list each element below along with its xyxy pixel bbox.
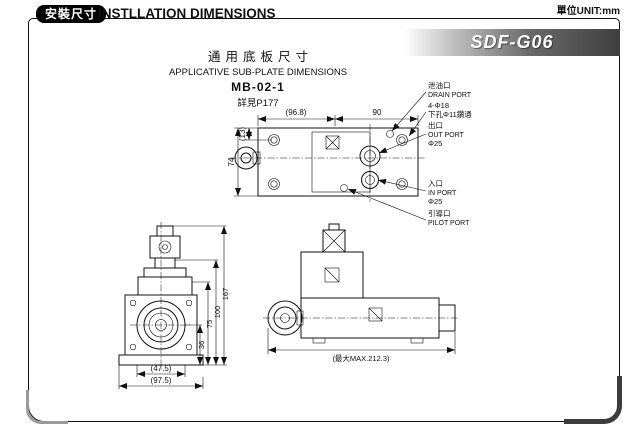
- model-banner: SDF-G06: [404, 29, 620, 56]
- callout-out-en: OUT PORT: [428, 132, 465, 139]
- centerlines: [230, 124, 426, 202]
- adjust-knob: [267, 300, 304, 336]
- model-banner-text: SDF-G06: [470, 32, 554, 52]
- dim-max-length: (最大MAX.212.3): [332, 353, 390, 363]
- dim-47-5: (47.5): [151, 364, 172, 373]
- unit-label: 單位UNIT:mm: [556, 6, 620, 17]
- subplate-page-ref: 詳見P177: [237, 98, 279, 109]
- solenoid: [300, 251, 364, 299]
- callout-holes-1: 4-Φ18: [428, 101, 449, 110]
- dimension-lines: [267, 328, 456, 354]
- dim-36: 36: [197, 341, 206, 349]
- top-view-drawing: (96.8) 90 (13) 74 泄油口 DRAIN PORT 4-Φ18 下…: [227, 80, 472, 227]
- dimension-lines: [234, 115, 419, 197]
- bottom-right-corner-accent: [564, 376, 622, 424]
- dim-167: 167: [221, 288, 230, 301]
- subplate-outline: [257, 127, 419, 197]
- dim-height: 74: [227, 157, 236, 166]
- dim-overall-width: (96.8): [286, 108, 307, 117]
- subplate-title-en: APPLICATIVE SUB-PLATE DIMENSIONS: [168, 67, 348, 78]
- side-view-drawing: (最大MAX.212.3): [263, 223, 459, 363]
- out-port: [359, 145, 381, 167]
- section-badge: 安裝尺寸: [36, 5, 107, 23]
- callout-out-cn: 出口: [428, 120, 443, 130]
- mounting-holes: [268, 134, 408, 190]
- callout-pilot-cn: 引導口: [428, 208, 451, 218]
- callout-in-cn: 入口: [428, 179, 443, 188]
- dim-hole-width: 90: [373, 108, 382, 117]
- callout-out-dia: Φ25: [428, 139, 442, 148]
- bottom-left-corner-accent: [26, 390, 68, 424]
- page-border-frame: [28, 18, 620, 422]
- valve-body: [300, 297, 456, 344]
- callout-drain-cn: 泄油口: [428, 80, 451, 90]
- callout-holes-2: 下孔Φ11鑽通: [428, 109, 472, 119]
- subplate-model: MB-02-1: [231, 80, 285, 94]
- valve-stack: [137, 225, 193, 296]
- pilot-port: [340, 184, 348, 192]
- page-title: INSTLLATION DIMENSIONS: [98, 6, 276, 21]
- callout-in-dia: Φ25: [428, 197, 442, 206]
- hand-knob: [130, 300, 192, 350]
- leader-lines: [347, 91, 427, 221]
- connector-square: [325, 135, 340, 150]
- dim-75: 75: [205, 320, 214, 328]
- callout-in-en: IN PORT: [428, 190, 457, 197]
- dimension-lines: [118, 225, 227, 389]
- dim-97-5: (97.5): [151, 376, 172, 385]
- subplate-title-cn: 通用底板尺寸: [207, 50, 313, 64]
- drain-port: [386, 130, 394, 138]
- adjust-knob: [234, 146, 261, 170]
- callout-pilot-en: PILOT PORT: [428, 220, 470, 227]
- front-view-drawing: 36 75 100 167 (47.5) (97.5): [118, 222, 230, 389]
- bottom-plate: [118, 354, 204, 366]
- din-connector: [322, 223, 346, 253]
- subplate-heading: 通用底板尺寸 APPLICATIVE SUB-PLATE DIMENSIONS …: [148, 46, 368, 109]
- dim-top-offset: (13): [238, 127, 247, 142]
- callout-drain-en: DRAIN PORT: [428, 92, 472, 99]
- dim-100: 100: [213, 306, 222, 319]
